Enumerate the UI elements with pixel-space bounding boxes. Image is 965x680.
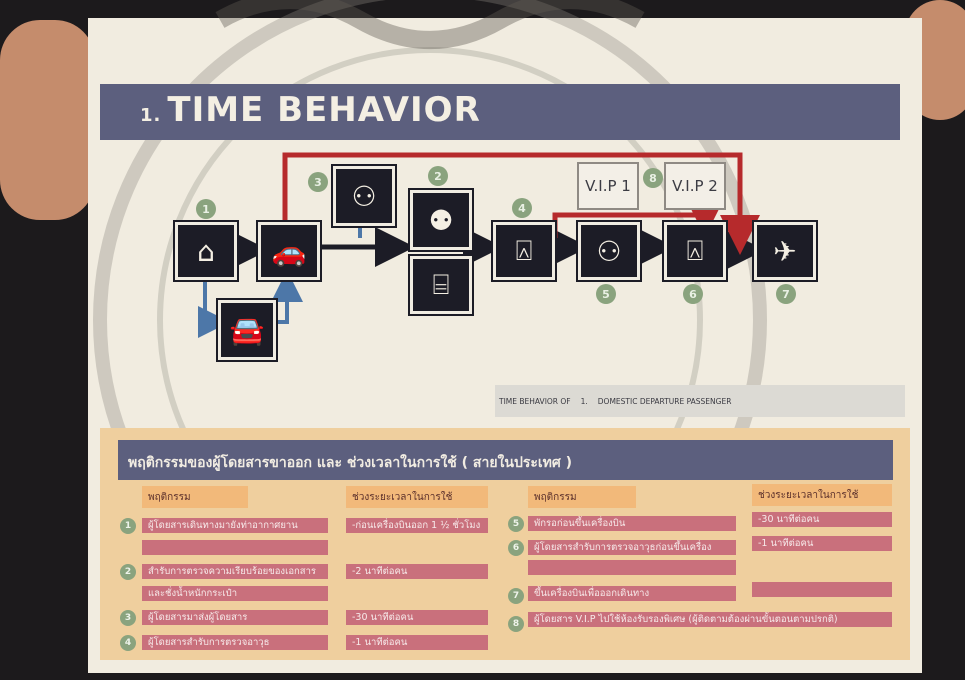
vip-2-box: V.I.P 2: [664, 162, 726, 210]
step-dot-2: 2: [428, 166, 448, 186]
waiting-lounge-icon: ⚇: [576, 220, 642, 282]
airplane-departure-icon: ✈: [752, 220, 818, 282]
left-row-4-time: -1 นาทีต่อคน: [346, 635, 488, 650]
car-key-icon: 🚘: [216, 298, 278, 362]
title-prefix: 1.: [140, 105, 162, 126]
row-num-5: 5: [508, 516, 524, 532]
boarding-gate-icon: ⍓: [662, 220, 728, 282]
left-row-2-behavior: สำรับการตรวจความเรียบร้อยของเอกสาร: [142, 564, 328, 579]
right-row-5-time: -30 นาทีต่อคน: [752, 512, 892, 527]
right-row-7-time: [752, 582, 892, 597]
title-label: TIME BEHAVIOR: [167, 90, 481, 130]
step-dot-3: 3: [308, 172, 328, 192]
step-dot-8: 8: [643, 168, 663, 188]
left-hand: [0, 20, 95, 220]
left-row-2-behavior-cont: และชั่งน้ำหนักกระเป๋า: [142, 586, 328, 601]
row-num-8: 8: [508, 616, 524, 632]
table-title-bar: [118, 440, 893, 480]
left-row-2-time: -2 นาทีต่อคน: [346, 564, 488, 579]
security-gate-icon: ⍓: [491, 220, 557, 282]
page-title: 1.TIME BEHAVIOR: [140, 90, 481, 130]
customs-icon: ⚇: [331, 164, 397, 228]
baggage-check-icon: ⌸: [408, 254, 474, 316]
left-row-1-behavior: ผู้โดยสารเดินทางมายังท่าอากาศยาน: [142, 518, 328, 533]
row-num-7: 7: [508, 588, 524, 604]
left-row-4-behavior: ผู้โดยสารสำรับการตรวจอาวุธ: [142, 635, 328, 650]
right-row-7-behavior: ขึ้นเครื่องบินเพื่อออกเดินทาง: [528, 586, 736, 601]
step-dot-5: 5: [596, 284, 616, 304]
caption-number: 1.: [580, 396, 588, 406]
title-bar: [100, 84, 900, 140]
row-num-4: 4: [120, 635, 136, 651]
right-row-6-behavior-blank: [528, 560, 736, 575]
row-num-6: 6: [508, 540, 524, 556]
right-row-5-behavior: พักรอก่อนขึ้นเครื่องบิน: [528, 516, 736, 531]
row-num-2: 2: [120, 564, 136, 580]
row-num-1: 1: [120, 518, 136, 534]
left-row-1-time: -ก่อนเครื่องบินออก 1 ½ ชั่วโมง: [346, 518, 488, 533]
header-time-right: ช่วงระยะเวลาในการใช้: [752, 484, 892, 506]
step-dot-1: 1: [196, 199, 216, 219]
caption-right: DOMESTIC DEPARTURE PASSENGER: [597, 396, 732, 406]
right-row-8-behavior: ผู้โดยสาร V.I.P ไปใช้ห้องรับรองพิเศษ (ผู…: [528, 612, 892, 627]
right-row-6-time: -1 นาทีต่อคน: [752, 536, 892, 551]
car-park-icon: 🚗: [256, 220, 322, 282]
diagram-caption: TIME BEHAVIOR OF 1. DOMESTIC DEPARTURE P…: [495, 385, 905, 417]
left-row-3-behavior: ผู้โดยสารมาส่งผู้โดยสาร: [142, 610, 328, 625]
vip-1-box: V.I.P 1: [577, 162, 639, 210]
table-title: พฤติกรรมของผู้โดยสารขาออก และ ช่วงเวลาใน…: [128, 455, 573, 471]
step-dot-7: 7: [776, 284, 796, 304]
left-row-1-behavior-blank: [142, 540, 328, 555]
right-row-6-behavior: ผู้โดยสารสำรับการตรวจอาวุธก่อนขึ้นเครื่อ…: [528, 540, 736, 555]
left-row-3-time: -30 นาทีต่อคน: [346, 610, 488, 625]
header-behavior-left: พฤติกรรม: [142, 486, 248, 508]
house-icon: ⌂: [173, 220, 239, 282]
row-num-3: 3: [120, 610, 136, 626]
header-time-left: ช่วงระยะเวลาในการใช้: [346, 486, 488, 508]
checkin-counter-icon: ⚉: [408, 188, 474, 252]
step-dot-6: 6: [683, 284, 703, 304]
caption-left: TIME BEHAVIOR OF: [499, 396, 571, 406]
header-behavior-right: พฤติกรรม: [528, 486, 636, 508]
step-dot-4: 4: [512, 198, 532, 218]
